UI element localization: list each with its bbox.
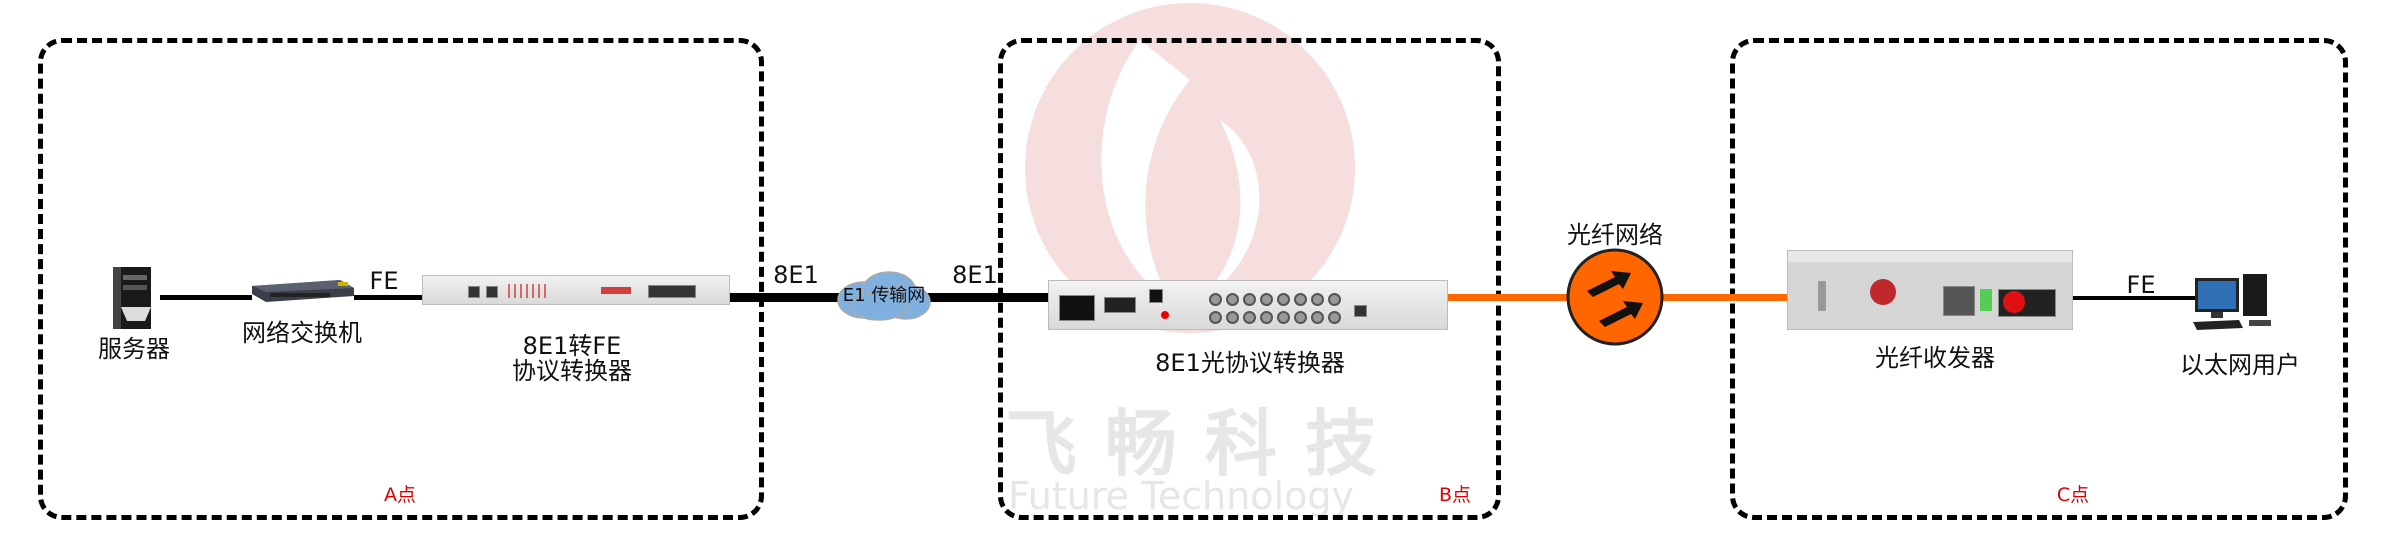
- zone-a-label: A点: [384, 484, 416, 506]
- switch-icon: [252, 280, 354, 302]
- cloud-icon: [837, 271, 931, 321]
- fiber-network-label: 光纤网络: [1567, 221, 1663, 249]
- computer-icon: [2193, 274, 2271, 330]
- converter-a-device: [422, 275, 730, 305]
- zone-b-label: B点: [1438, 484, 1472, 506]
- converter-b-device: [1048, 280, 1448, 330]
- converter-a-label-2: 协议转换器: [512, 357, 632, 385]
- zone-c-label: C点: [2056, 484, 2090, 506]
- cloud-label: E1 传输网: [842, 285, 926, 306]
- watermark-brand-en: Future Technology: [1008, 474, 1354, 518]
- link-label-fe-1: FE: [369, 267, 399, 295]
- link-fe-user: [2073, 296, 2195, 300]
- zone-c: [1730, 38, 2348, 520]
- converter-a-label-1: 8E1转FE: [522, 332, 622, 360]
- zone-b: [998, 38, 1501, 520]
- watermark-brand-cn: 飞畅科技: [1005, 402, 1406, 486]
- fiber-network-icon: [1566, 248, 1664, 346]
- link-server-switch: [160, 295, 252, 300]
- link-label-e1-left: 8E1: [773, 261, 819, 289]
- server-icon: [113, 267, 151, 329]
- link-switch-converter: [354, 295, 424, 300]
- switch-label: 网络交换机: [242, 319, 362, 347]
- zone-a: [38, 38, 764, 520]
- converter-b-label: 8E1光协议转换器: [1155, 349, 1345, 377]
- watermark-logo: [1025, 3, 1355, 333]
- transceiver-label: 光纤收发器: [1875, 344, 1995, 372]
- server-label: 服务器: [98, 335, 170, 363]
- transceiver-device: [1787, 250, 2073, 330]
- link-label-e1-right: 8E1: [952, 261, 998, 289]
- link-label-fe-2: FE: [2126, 271, 2156, 299]
- ethernet-user-label: 以太网用户: [2180, 351, 2300, 379]
